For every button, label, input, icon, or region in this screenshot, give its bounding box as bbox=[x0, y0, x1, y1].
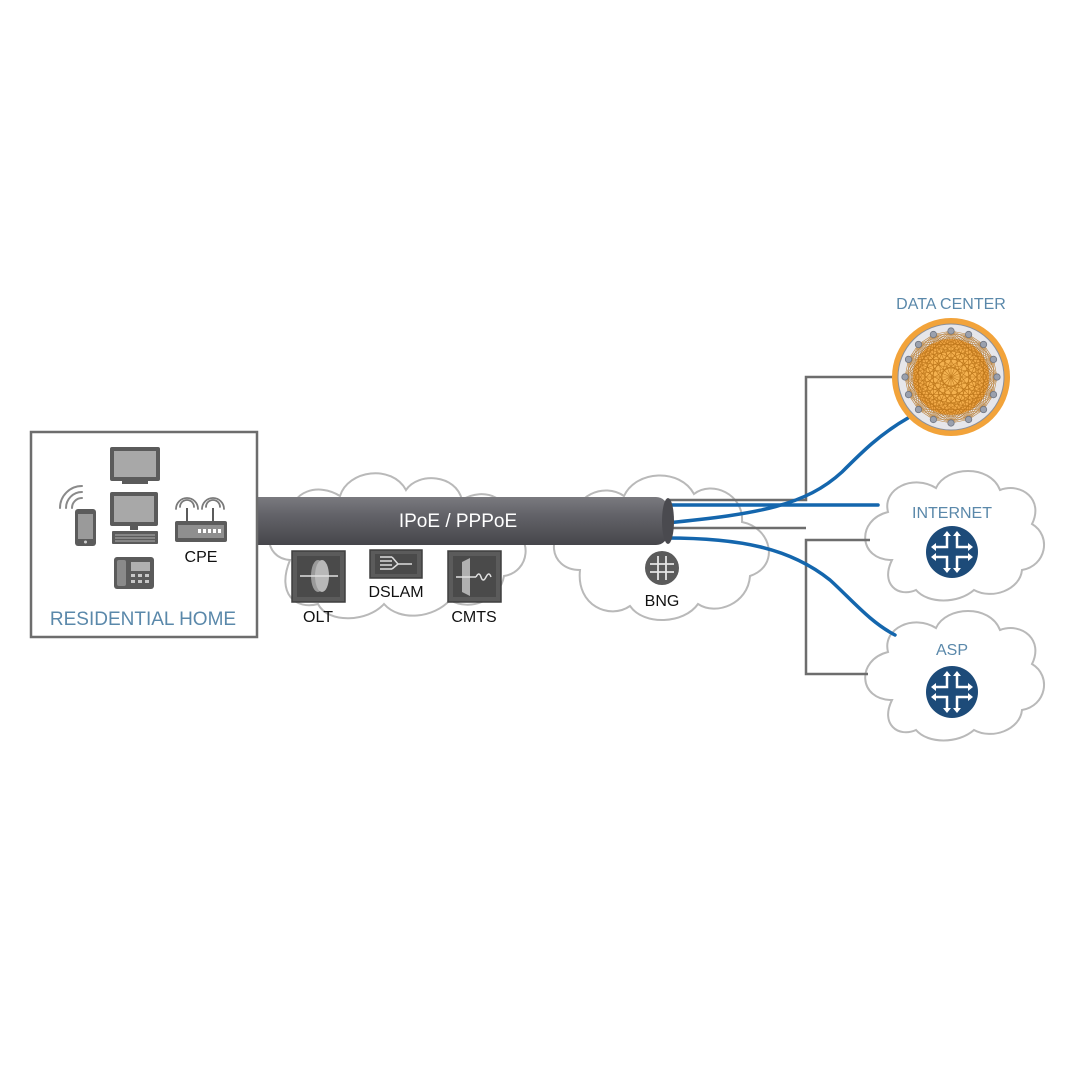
desktop-computer-icon bbox=[110, 492, 158, 544]
bng-label: BNG bbox=[645, 593, 680, 610]
bng-router-icon bbox=[645, 551, 679, 585]
data-center-node bbox=[914, 405, 923, 414]
tunnel-label: IPoE / PPPoE bbox=[399, 511, 517, 532]
data-center-node bbox=[901, 373, 909, 381]
wifi-signal-icon bbox=[59, 485, 83, 509]
data-center-node bbox=[904, 355, 913, 363]
data-center-node bbox=[947, 327, 955, 335]
data-center-node bbox=[904, 391, 913, 399]
link-to-asp bbox=[664, 536, 897, 637]
cmts-label: CMTS bbox=[451, 609, 496, 626]
data-center-node bbox=[965, 415, 973, 424]
destination-bracket bbox=[668, 375, 900, 676]
cpe-label: CPE bbox=[185, 549, 218, 566]
dslam-icon bbox=[369, 549, 423, 579]
cpe-router-icon bbox=[175, 497, 227, 542]
data-center-node bbox=[989, 391, 998, 399]
data-center-node bbox=[947, 419, 955, 427]
internet-router-icon bbox=[926, 526, 978, 578]
residential-home-label: RESIDENTIAL HOME bbox=[50, 609, 236, 630]
olt-icon bbox=[291, 550, 346, 603]
data-center-node bbox=[989, 355, 998, 363]
internet-label: INTERNET bbox=[912, 505, 992, 522]
cmts-icon bbox=[447, 550, 502, 603]
data-center-label: DATA CENTER bbox=[896, 296, 1006, 313]
asp-router-icon bbox=[926, 666, 978, 718]
data-center-node bbox=[979, 340, 988, 349]
data-center-node bbox=[914, 340, 923, 349]
olt-label: OLT bbox=[303, 609, 333, 626]
asp-label: ASP bbox=[936, 642, 968, 659]
tv-icon bbox=[110, 447, 160, 484]
data-center-node bbox=[929, 330, 937, 339]
data-center-node bbox=[979, 405, 988, 414]
desk-phone-icon bbox=[114, 557, 154, 589]
link-to-data-center bbox=[664, 416, 910, 525]
smartphone-icon bbox=[75, 509, 96, 546]
data-center-mesh-icon bbox=[892, 318, 1010, 436]
dslam-label: DSLAM bbox=[368, 584, 423, 601]
data-center-node bbox=[929, 415, 937, 424]
data-center-node bbox=[965, 330, 973, 339]
data-center-node bbox=[993, 373, 1001, 381]
